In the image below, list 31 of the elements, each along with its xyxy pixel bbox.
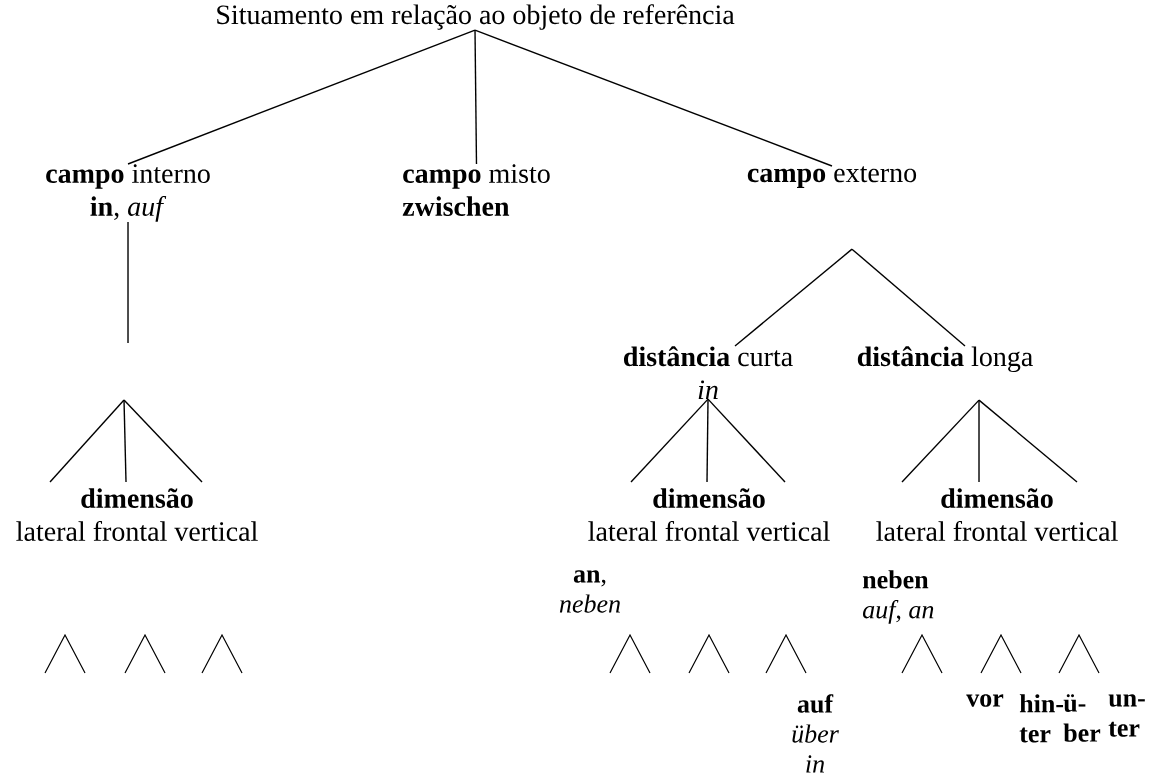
tree-branch <box>851 248 966 347</box>
tree-node-text: campo misto zwischen <box>402 164 550 216</box>
tree-branch <box>474 29 833 167</box>
tree-branch <box>630 398 709 483</box>
tree-branch <box>123 399 203 483</box>
tree-branch <box>49 399 125 483</box>
tree-node-text: dimensão lateral frontal vertical <box>876 488 1118 541</box>
leaf-label: ü-ber <box>1063 694 1101 742</box>
tree-branch <box>978 399 1078 483</box>
tree-node-text: distância curta in <box>624 346 793 399</box>
leaf-label: neben auf, an <box>862 570 934 624</box>
tree-branch <box>127 29 476 165</box>
tree-node-text: Situamento em relação ao objeto de referência <box>217 4 735 30</box>
tree-node-text: campo interno in, auf <box>46 164 210 222</box>
leaf-label: hin-ter <box>1019 694 1064 743</box>
tree-branch <box>474 29 478 165</box>
tree-branch <box>978 399 980 483</box>
leaf-label: un-ter <box>1108 694 1145 737</box>
tree-branch <box>707 398 786 483</box>
tree-branch <box>706 398 709 483</box>
leaf-label: auf über in <box>792 694 839 773</box>
tree-node-text: campo externo <box>747 166 917 188</box>
tree-branch <box>734 248 853 347</box>
leaf-label: an, neben <box>559 570 620 613</box>
tree-node-text: dimensão lateral frontal vertical <box>588 488 830 541</box>
leaf-label: vor <box>966 694 1004 707</box>
tree-node-text: distância longa <box>857 346 1033 372</box>
tree-branch <box>901 399 980 483</box>
tree-node-text: dimensão lateral frontal vertical <box>16 488 258 541</box>
tree-branch <box>123 399 127 483</box>
tree-branch <box>127 221 129 344</box>
